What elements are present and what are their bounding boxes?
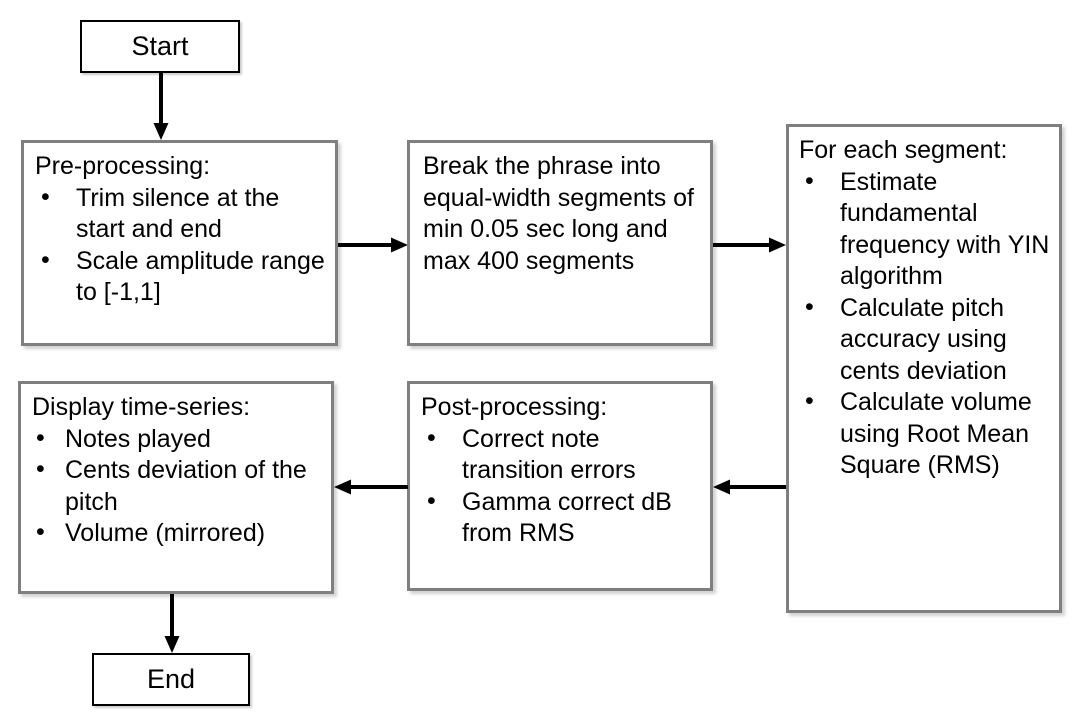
node-display-title: Display time-series: <box>32 393 251 421</box>
node-end-label: End <box>146 663 196 694</box>
node-postprocessing-bullets: Correct note transition errors Gamma cor… <box>421 423 704 550</box>
arrow-postprocessing-to-display <box>334 479 409 495</box>
list-item: Scale amplitude range to [-1,1] <box>35 245 329 309</box>
list-item: Correct note transition errors <box>421 423 704 487</box>
list-item: Calculate pitch accuracy using cents dev… <box>799 292 1053 388</box>
list-item: Estimate fundamental frequency with YIN … <box>799 166 1053 293</box>
list-item: Notes played <box>32 423 325 456</box>
arrow-segmentation-to-per-segment <box>713 237 787 253</box>
node-end[interactable]: End <box>92 653 250 706</box>
arrow-display-to-end <box>164 594 180 654</box>
list-item: Volume (mirrored) <box>32 517 325 550</box>
node-preprocessing[interactable]: Pre-processing: Trim silence at the star… <box>21 140 338 346</box>
arrow-per-segment-to-postprocessing <box>713 479 787 495</box>
node-segmentation[interactable]: Break the phrase into equal-width segmen… <box>407 140 713 346</box>
node-per-segment-title: For each segment: <box>799 136 1008 164</box>
node-per-segment[interactable]: For each segment: Estimate fundamental f… <box>786 124 1062 613</box>
arrow-preprocessing-to-segmentation <box>338 237 409 253</box>
node-start-label: Start <box>131 30 189 61</box>
arrow-start-to-preprocessing <box>153 73 169 141</box>
node-display[interactable]: Display time-series: Notes played Cents … <box>18 381 334 594</box>
list-item: Calculate volume using Root Mean Square … <box>799 386 1053 482</box>
node-postprocessing-title: Post-processing: <box>421 393 608 421</box>
list-item: Trim silence at the start and end <box>35 182 329 246</box>
node-display-bullets: Notes played Cents deviation of the pitc… <box>32 423 325 550</box>
node-per-segment-bullets: Estimate fundamental frequency with YIN … <box>799 166 1053 482</box>
list-item: Cents deviation of the pitch <box>32 454 325 518</box>
node-start[interactable]: Start <box>80 20 240 73</box>
node-preprocessing-bullets: Trim silence at the start and end Scale … <box>35 182 329 309</box>
list-item: Gamma correct dB from RMS <box>421 486 704 550</box>
node-segmentation-text: Break the phrase into equal-width segmen… <box>423 152 701 275</box>
node-postprocessing[interactable]: Post-processing: Correct note transition… <box>407 381 713 591</box>
node-preprocessing-title: Pre-processing: <box>35 152 211 180</box>
